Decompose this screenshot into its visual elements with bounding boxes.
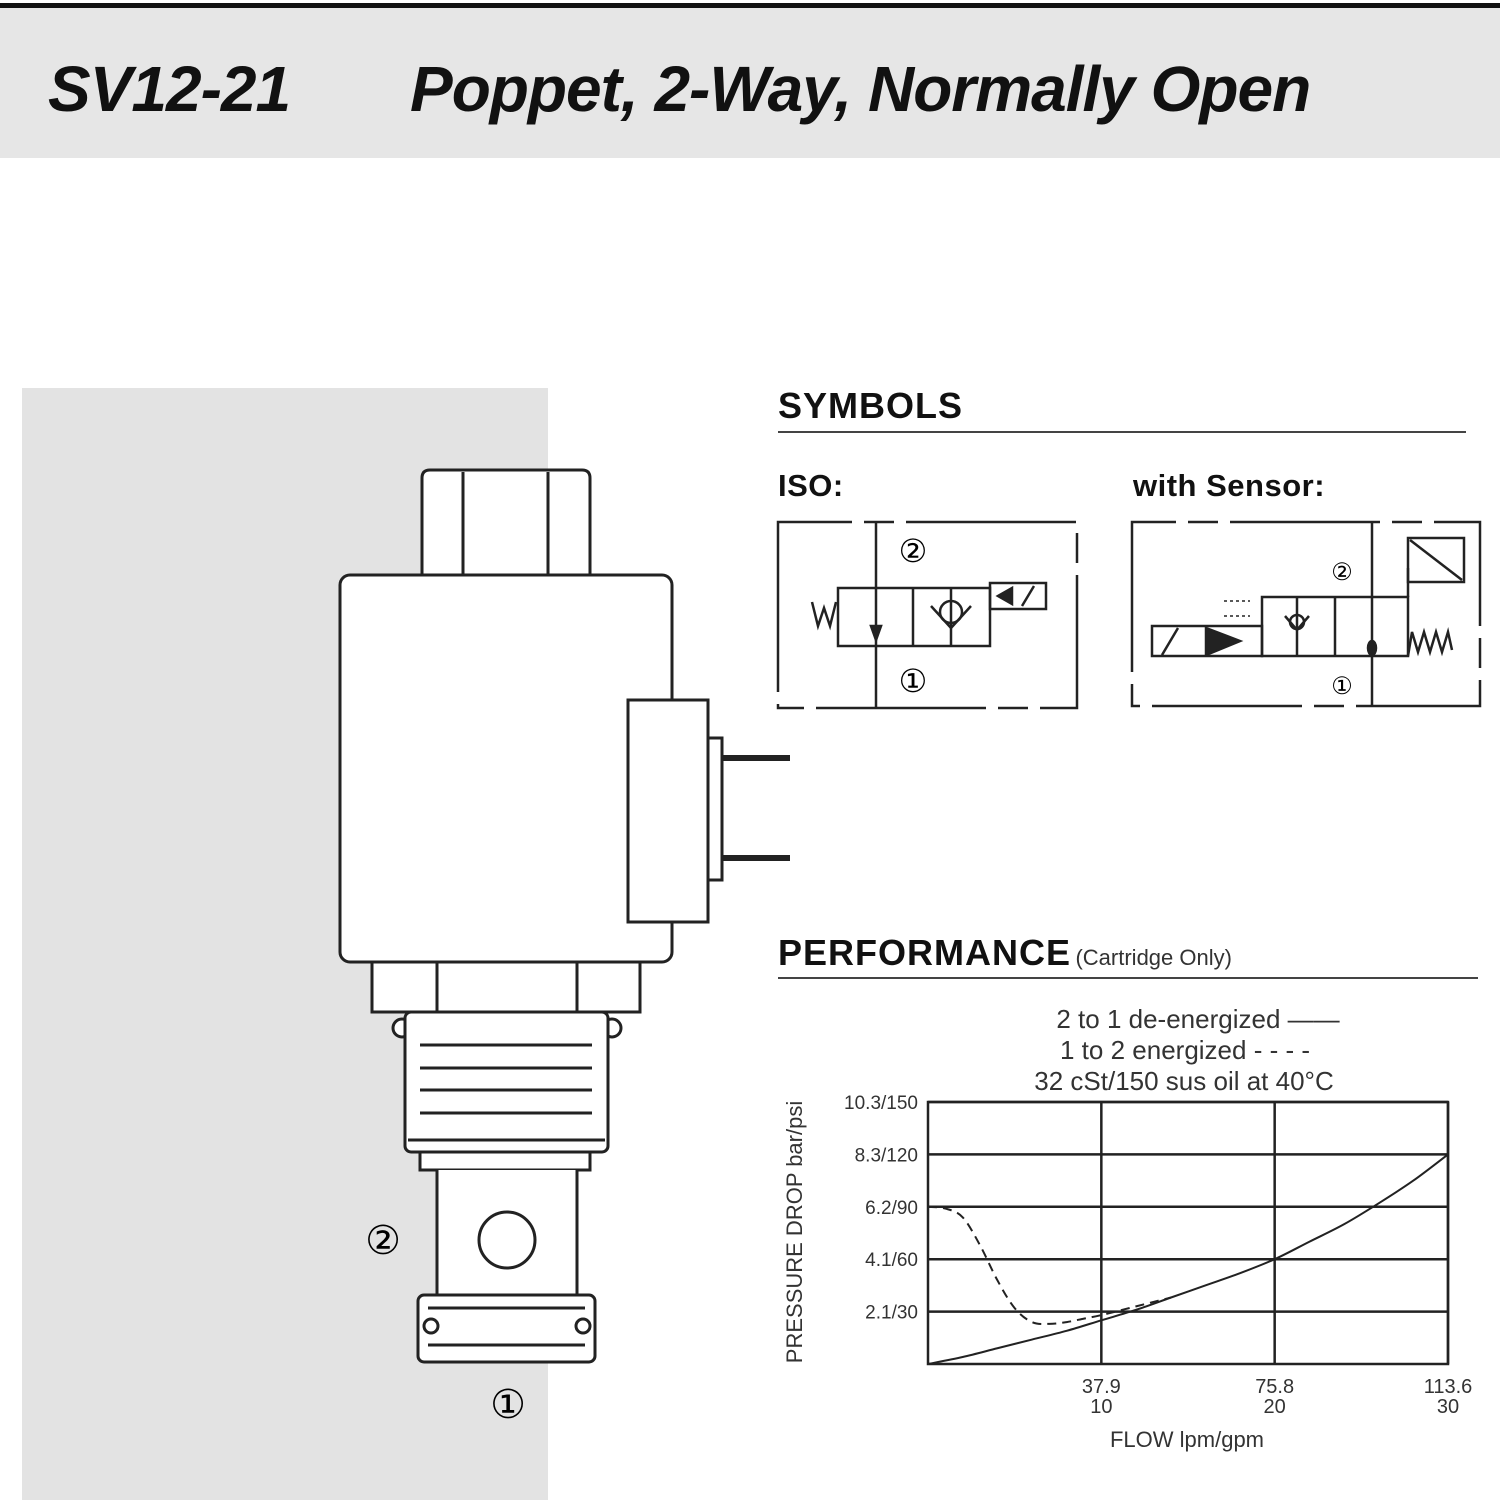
performance-rule bbox=[778, 977, 1478, 979]
top-border bbox=[0, 3, 1500, 8]
port-1-label: ① bbox=[490, 1383, 526, 1427]
performance-heading: PERFORMANCE bbox=[778, 932, 1072, 973]
y-axis-label: PRESSURE DROP bar/psi bbox=[782, 1101, 807, 1363]
series-energized-line bbox=[927, 1205, 1171, 1325]
model-number: SV12-21 bbox=[48, 53, 291, 125]
symbols-rule bbox=[778, 431, 1466, 433]
connector bbox=[626, 698, 710, 924]
y-tick-label: 4.1/60 bbox=[865, 1250, 918, 1271]
sensor-symbol bbox=[1130, 520, 1482, 708]
port-2-label: ② bbox=[365, 1219, 401, 1263]
iso-label: ISO: bbox=[778, 468, 844, 503]
legend-dashed: 1 to 2 energized - - - - bbox=[1060, 1035, 1310, 1065]
title-band: SV12-21 Poppet, 2-Way, Normally Open bbox=[0, 8, 1500, 158]
y-tick-label: 2.1/30 bbox=[865, 1303, 918, 1324]
iso-port-2: ② bbox=[899, 533, 928, 569]
iso-port-1: ① bbox=[899, 663, 928, 699]
x-tick-label-gpm: 20 bbox=[1264, 1396, 1286, 1418]
x-tick-label-gpm: 30 bbox=[1437, 1396, 1459, 1418]
sensor-port-1: ① bbox=[1331, 673, 1353, 700]
performance-subheading: (Cartridge Only) bbox=[1075, 945, 1232, 970]
legend-conditions: 32 cSt/150 sus oil at 40°C bbox=[1034, 1066, 1333, 1096]
performance-heading-row: PERFORMANCE (Cartridge Only) bbox=[778, 932, 1232, 974]
y-tick-label: 10.3/150 bbox=[844, 1093, 918, 1114]
y-tick-label: 6.2/90 bbox=[865, 1198, 918, 1219]
x-tick-label-lpm: 37.9 bbox=[1082, 1376, 1121, 1398]
x-tick-label-lpm: 75.8 bbox=[1255, 1376, 1294, 1398]
x-axis-label: FLOW lpm/gpm bbox=[1110, 1427, 1264, 1452]
plot-frame bbox=[926, 1100, 1450, 1366]
port-hole bbox=[477, 1210, 537, 1270]
x-tick-label-gpm: 10 bbox=[1090, 1396, 1112, 1418]
y-tick-label: 8.3/120 bbox=[855, 1145, 918, 1166]
series-de-energized-line bbox=[927, 1153, 1449, 1365]
sensor-port-2: ② bbox=[1331, 559, 1353, 586]
x-tick-label-lpm: 113.6 bbox=[1424, 1376, 1473, 1398]
product-description: Poppet, 2-Way, Normally Open bbox=[410, 53, 1311, 125]
iso-symbol bbox=[776, 520, 1079, 710]
symbols-heading: SYMBOLS bbox=[778, 385, 964, 426]
legend-solid: 2 to 1 de-energized —— bbox=[1056, 1004, 1339, 1034]
sensor-label: with Sensor: bbox=[1133, 468, 1326, 503]
